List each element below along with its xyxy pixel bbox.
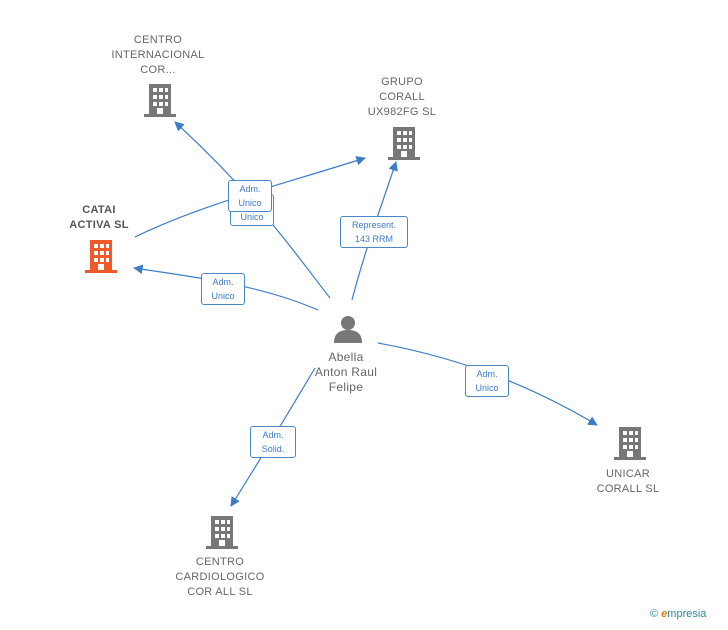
copyright-symbol: ©	[650, 608, 659, 620]
node-label-abella[interactable]: Abella Anton Raul Felipe	[314, 350, 378, 394]
edge-label-adm-unico: Adm. Unico	[201, 273, 245, 305]
edge-label-adm-solid: Adm. Solid.	[250, 426, 296, 458]
building-icon[interactable]	[144, 84, 176, 117]
edge-label-adm-unico: Adm. Unico	[228, 180, 272, 212]
node-label-centro-cardiologico[interactable]: CENTRO CARDIOLOGICO COR ALL SL	[175, 556, 265, 598]
building-icon[interactable]	[85, 240, 117, 273]
node-label-grupo-corall[interactable]: GRUPO CORALL UX982FG SL	[367, 76, 437, 118]
edge-label-represent: Represent. 143 RRM	[340, 216, 408, 248]
empresia-logo: © empresia	[650, 608, 706, 620]
building-icon[interactable]	[206, 516, 238, 549]
building-icon[interactable]	[388, 127, 420, 160]
brand-first-letter: e	[661, 608, 668, 620]
node-label-unicar-corall[interactable]: UNICAR CORALL SL	[596, 468, 660, 495]
edge-label-adm-unico: Adm. Unico	[465, 365, 509, 397]
brand-name: mpresia	[667, 608, 707, 620]
node-label-catai-activa[interactable]: CATAI ACTIVA SL	[69, 204, 129, 231]
person-icon[interactable]	[334, 316, 362, 343]
building-icon[interactable]	[614, 427, 646, 460]
node-label-centro-internacional[interactable]: CENTRO INTERNACIONAL COR...	[111, 34, 205, 76]
